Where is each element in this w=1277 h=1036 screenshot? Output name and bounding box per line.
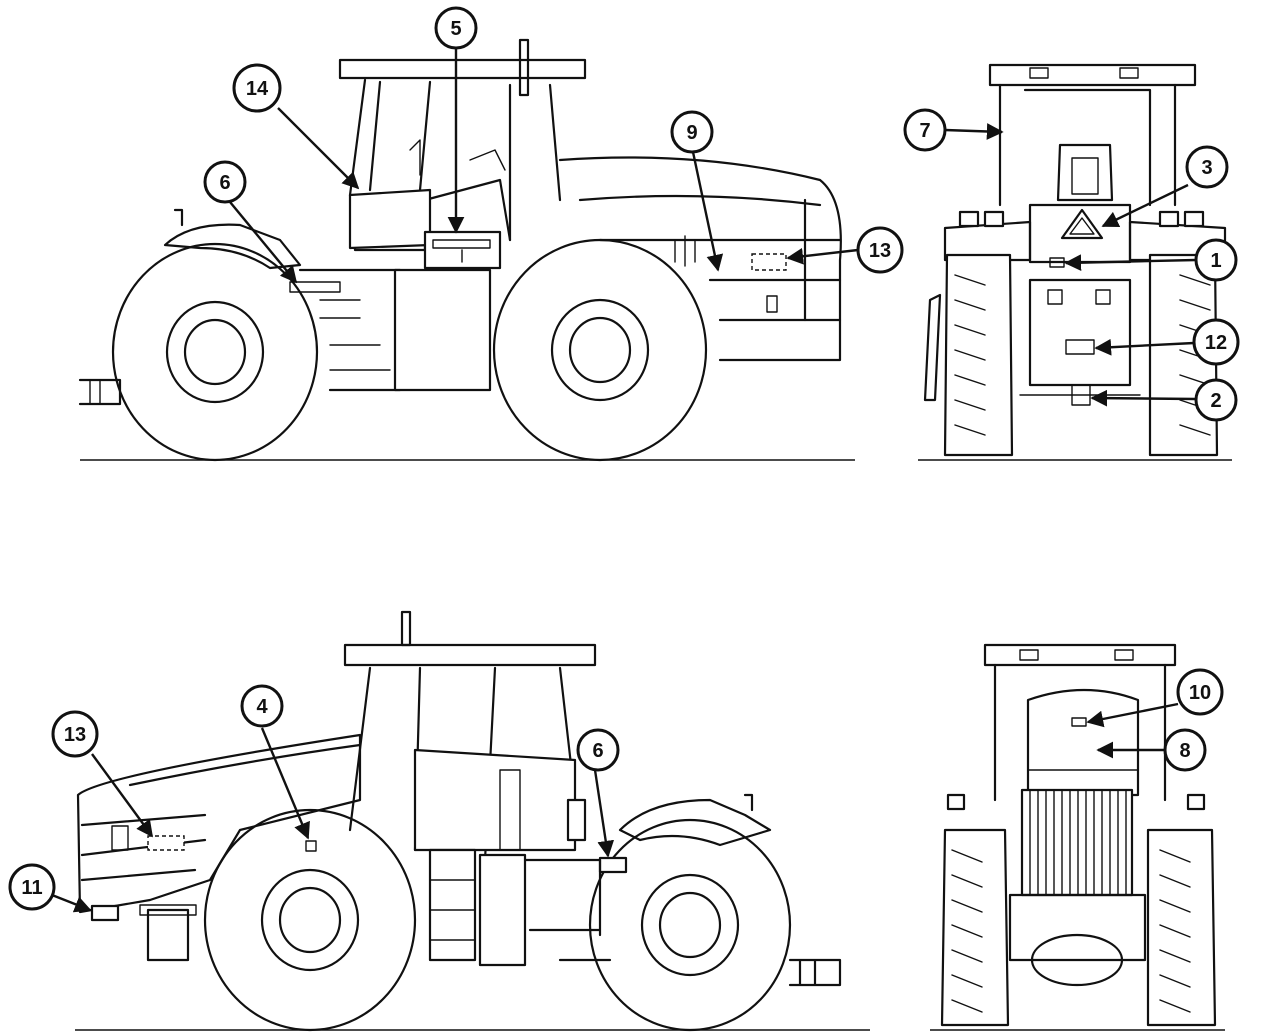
front-view — [930, 643, 1225, 1031]
callout-12: 12 — [1192, 318, 1240, 366]
callout-label: 13 — [64, 724, 86, 746]
left-side-view — [78, 38, 855, 462]
cab-right — [343, 610, 597, 862]
rear-wheel — [111, 242, 319, 462]
callout-label: 10 — [1189, 682, 1211, 704]
callout-5: 5 — [434, 6, 478, 50]
callout-10: 10 — [1176, 668, 1224, 716]
callout-label: 11 — [21, 877, 42, 899]
hood — [558, 156, 842, 362]
leader-12 — [1094, 338, 1195, 356]
leader-14 — [277, 107, 360, 190]
callout-label: 4 — [256, 696, 268, 718]
leader-1 — [1064, 254, 1197, 272]
right-side-view — [75, 610, 870, 1032]
callout-11: 11 — [8, 863, 56, 911]
leader-6b — [593, 769, 615, 858]
callout-2: 2 — [1194, 378, 1238, 422]
leader-9 — [691, 151, 724, 272]
rear-tire-treads — [954, 274, 1211, 436]
leader-13b — [91, 753, 153, 838]
leader-10 — [1086, 702, 1179, 728]
callout-8: 8 — [1163, 728, 1207, 772]
callout-9: 9 — [670, 110, 714, 154]
callout-label: 1 — [1210, 250, 1221, 272]
callout-label: 5 — [450, 18, 461, 40]
cab — [338, 38, 587, 252]
callout-label: 6 — [592, 740, 603, 762]
radiator-grille — [1020, 788, 1134, 897]
callout-1: 1 — [1194, 238, 1238, 282]
callout-13: 13 — [51, 710, 99, 758]
callout-label: 13 — [869, 240, 891, 262]
leader-6a — [229, 201, 298, 284]
callout-label: 14 — [246, 78, 269, 100]
callout-6: 6 — [203, 160, 247, 204]
leader-2 — [1090, 389, 1197, 407]
callout-7: 7 — [903, 108, 947, 152]
rear-wheel-right — [588, 818, 792, 1032]
leader-4 — [260, 727, 310, 840]
front-tire-treads — [951, 849, 1191, 1013]
leader-13a — [786, 247, 859, 265]
callout-label: 3 — [1201, 157, 1212, 179]
leader-11 — [51, 893, 92, 913]
callout-label: 7 — [919, 120, 930, 142]
leader-7 — [944, 123, 1004, 140]
callout-4: 4 — [240, 684, 284, 728]
callout-6: 6 — [576, 728, 620, 772]
leader-lines — [51, 48, 1197, 913]
callout-label: 2 — [1210, 390, 1221, 412]
front-wheel-right — [203, 808, 417, 1032]
callout-label: 9 — [686, 122, 697, 144]
leader-3 — [1101, 183, 1189, 228]
callout-label: 6 — [219, 172, 230, 194]
callout-3: 3 — [1185, 145, 1229, 189]
front-wheel — [492, 238, 708, 462]
callout-13: 13 — [856, 226, 904, 274]
rear-view — [918, 63, 1232, 461]
callout-14: 14 — [232, 63, 282, 113]
callout-label: 12 — [1205, 332, 1227, 354]
callout-label: 8 — [1179, 740, 1190, 762]
